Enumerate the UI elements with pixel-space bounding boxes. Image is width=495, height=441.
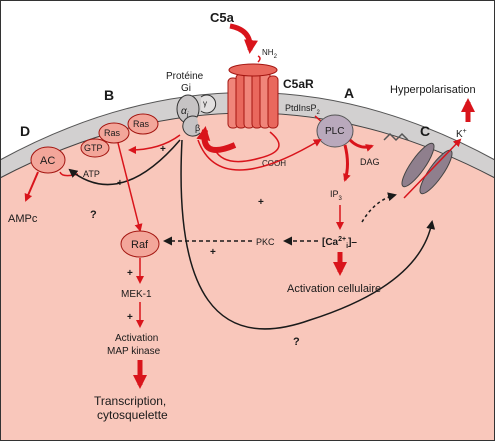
plc-node — [316, 114, 354, 148]
gi-to-plc-arrow — [197, 138, 322, 171]
plc-to-ip3-arrow — [343, 144, 351, 182]
raf-node — [120, 230, 160, 258]
adenylate-cyclase — [30, 146, 66, 174]
ras-label-2: Ras — [104, 128, 121, 138]
nh2-label: NH2 — [262, 48, 278, 60]
k-label: K+ — [456, 128, 467, 140]
alpha-i-label: αi — [181, 106, 189, 119]
k-channel — [401, 142, 453, 195]
plus-mek-map: + — [127, 312, 133, 323]
map-kinase-label: MAP kinase — [107, 346, 161, 357]
ras-to-raf-arrow — [117, 142, 143, 232]
c5a-label: C5a — [210, 10, 235, 25]
c5ar-label: C5aR — [283, 77, 314, 91]
proteine-label: Protéine — [166, 71, 204, 82]
plus-pkc-raf: + — [210, 247, 216, 258]
section-a: A — [344, 85, 354, 101]
g-protein-gi — [176, 94, 217, 137]
plc-to-dag-arrow — [348, 138, 374, 152]
cytoplasm — [0, 112, 495, 441]
ampc-label: AMPc — [8, 213, 38, 225]
hyperpolarisation-label: Hyperpolarisation — [390, 84, 476, 96]
pkc-label: PKC — [256, 237, 275, 247]
plc-label: PLC — [325, 126, 344, 137]
ca-label: [Ca2+i]– — [322, 236, 357, 250]
gi-to-channel-arrow — [180, 139, 436, 330]
section-b: B — [104, 87, 114, 103]
gtp-label: GTP — [84, 143, 103, 153]
plus-raf-mek: + — [127, 268, 133, 279]
gi-to-ac-arrow — [68, 139, 181, 186]
ras-complex — [80, 113, 159, 158]
mek-label: MEK-1 — [121, 289, 152, 300]
c5a-arrow — [229, 23, 258, 54]
gamma-label: γ — [203, 99, 207, 108]
ras-label-1: Ras — [133, 119, 150, 129]
section-c: C — [420, 123, 430, 139]
plus-gi-ras: + — [160, 144, 166, 155]
plus-gi-plc: + — [258, 197, 264, 208]
ptdins-label: PtdInsP2 — [285, 103, 321, 116]
c5ar-receptor — [214, 55, 280, 163]
activation-cellulaire-label: Activation cellulaire — [287, 283, 381, 295]
dag-lipid-tail — [383, 132, 409, 142]
transcription-label: Transcription, — [94, 394, 166, 408]
ac-label: AC — [40, 155, 55, 167]
beta-label: β — [195, 123, 200, 133]
section-d: D — [20, 123, 30, 139]
activation-label: Activation — [115, 333, 158, 344]
ip3-label: IP3 — [330, 189, 343, 202]
cytosquelette-label: cytosquelette — [97, 408, 168, 422]
plus-ras-raf: + — [117, 178, 123, 189]
k-efflux-arrow — [403, 138, 462, 199]
dag-label: DAG — [360, 157, 380, 167]
gi-label: Gi — [181, 83, 191, 94]
raf-label: Raf — [131, 239, 149, 251]
question-ac: ? — [90, 209, 97, 221]
atp-label: ATP — [83, 169, 100, 179]
gi-to-ras-arrow — [128, 134, 181, 154]
receptor-activation-arrow — [196, 126, 237, 153]
ac-to-ampc-arrow — [24, 171, 39, 202]
question-channel: ? — [293, 336, 300, 348]
